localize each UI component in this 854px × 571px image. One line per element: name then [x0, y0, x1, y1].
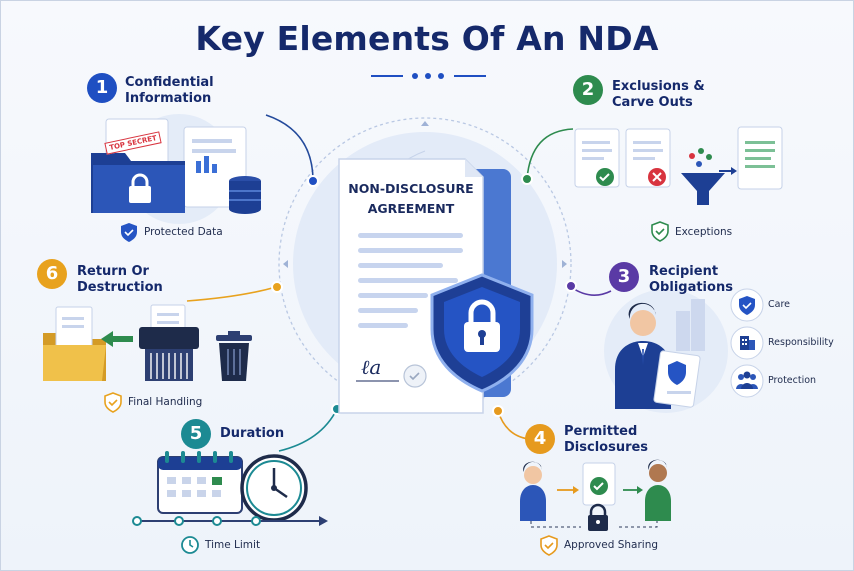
section-1-caption: Protected Data: [144, 226, 223, 238]
protection-people-icon: [730, 364, 764, 398]
duration-calendar-clock-illustration: [132, 451, 328, 526]
connector-dot-1: [307, 175, 319, 187]
section-6-title: Return Or Destruction: [77, 264, 163, 295]
section-3-number-badge: 3: [609, 262, 639, 292]
permitted-disclosures-illustration: [520, 459, 671, 531]
shield-lock-icon: [430, 273, 534, 393]
exclusions-illustration: [574, 126, 783, 205]
section-6-number-badge: 6: [37, 259, 67, 289]
connector-dot-6: [271, 281, 283, 293]
section-4-caption: Approved Sharing: [564, 539, 659, 551]
ring-arrow-top: [421, 121, 429, 126]
section-2-number-badge: 2: [573, 75, 603, 105]
confidential-files-illustration: [91, 114, 261, 224]
ring-arrow-left: [283, 260, 288, 268]
approved-sharing-shield-icon: [540, 535, 558, 556]
protected-data-shield-icon: [121, 223, 137, 242]
section-1-number-badge: 1: [87, 73, 117, 103]
protection-label: Protection: [768, 375, 817, 386]
agreement-title-line2: AGREEMENT: [367, 201, 455, 216]
section-3-title: Recipient Obligations: [649, 264, 733, 295]
agreement-title: NON-DISCLOSURE AGREEMENT: [341, 179, 481, 219]
section-1-title: Confidential Information: [125, 75, 214, 106]
connector-3: [570, 286, 612, 296]
section-4-title: Permitted Disclosures: [564, 424, 649, 455]
connector-5: [278, 408, 338, 452]
recipient-person-illustration: [604, 289, 728, 413]
title-divider-icon: [371, 73, 486, 79]
section-5-caption: Time Limit: [205, 539, 261, 551]
connector-2: [526, 128, 574, 180]
section-2-title: Exclusions & Carve Outs: [612, 79, 705, 110]
connector-6: [186, 286, 277, 302]
agreement-title-line1: NON-DISCLOSURE: [348, 181, 474, 196]
connector-1: [265, 114, 314, 182]
connector-4: [497, 410, 530, 440]
final-handling-shield-icon: [104, 392, 122, 413]
return-destruction-illustration: [43, 304, 252, 381]
time-limit-clock-icon: [181, 536, 199, 554]
responsibility-building-icon: [730, 326, 764, 360]
care-shield-icon: [730, 288, 764, 322]
section-4-number-badge: 4: [525, 424, 555, 454]
section-5-title: Duration: [220, 426, 285, 441]
section-5-number-badge: 5: [181, 419, 211, 449]
section-6-caption: Final Handling: [128, 396, 203, 408]
connector-dot-2: [521, 173, 533, 185]
signature: ℓa: [361, 355, 382, 379]
ring-arrow-right: [562, 260, 567, 268]
care-label: Care: [768, 299, 790, 310]
connector-dot-4: [492, 405, 504, 417]
page-title: Key Elements Of An NDA: [195, 19, 659, 58]
exceptions-shield-icon: [651, 221, 669, 242]
responsibility-label: Responsibility: [768, 337, 834, 348]
connector-dot-3: [565, 280, 577, 292]
section-2-caption: Exceptions: [675, 226, 733, 238]
